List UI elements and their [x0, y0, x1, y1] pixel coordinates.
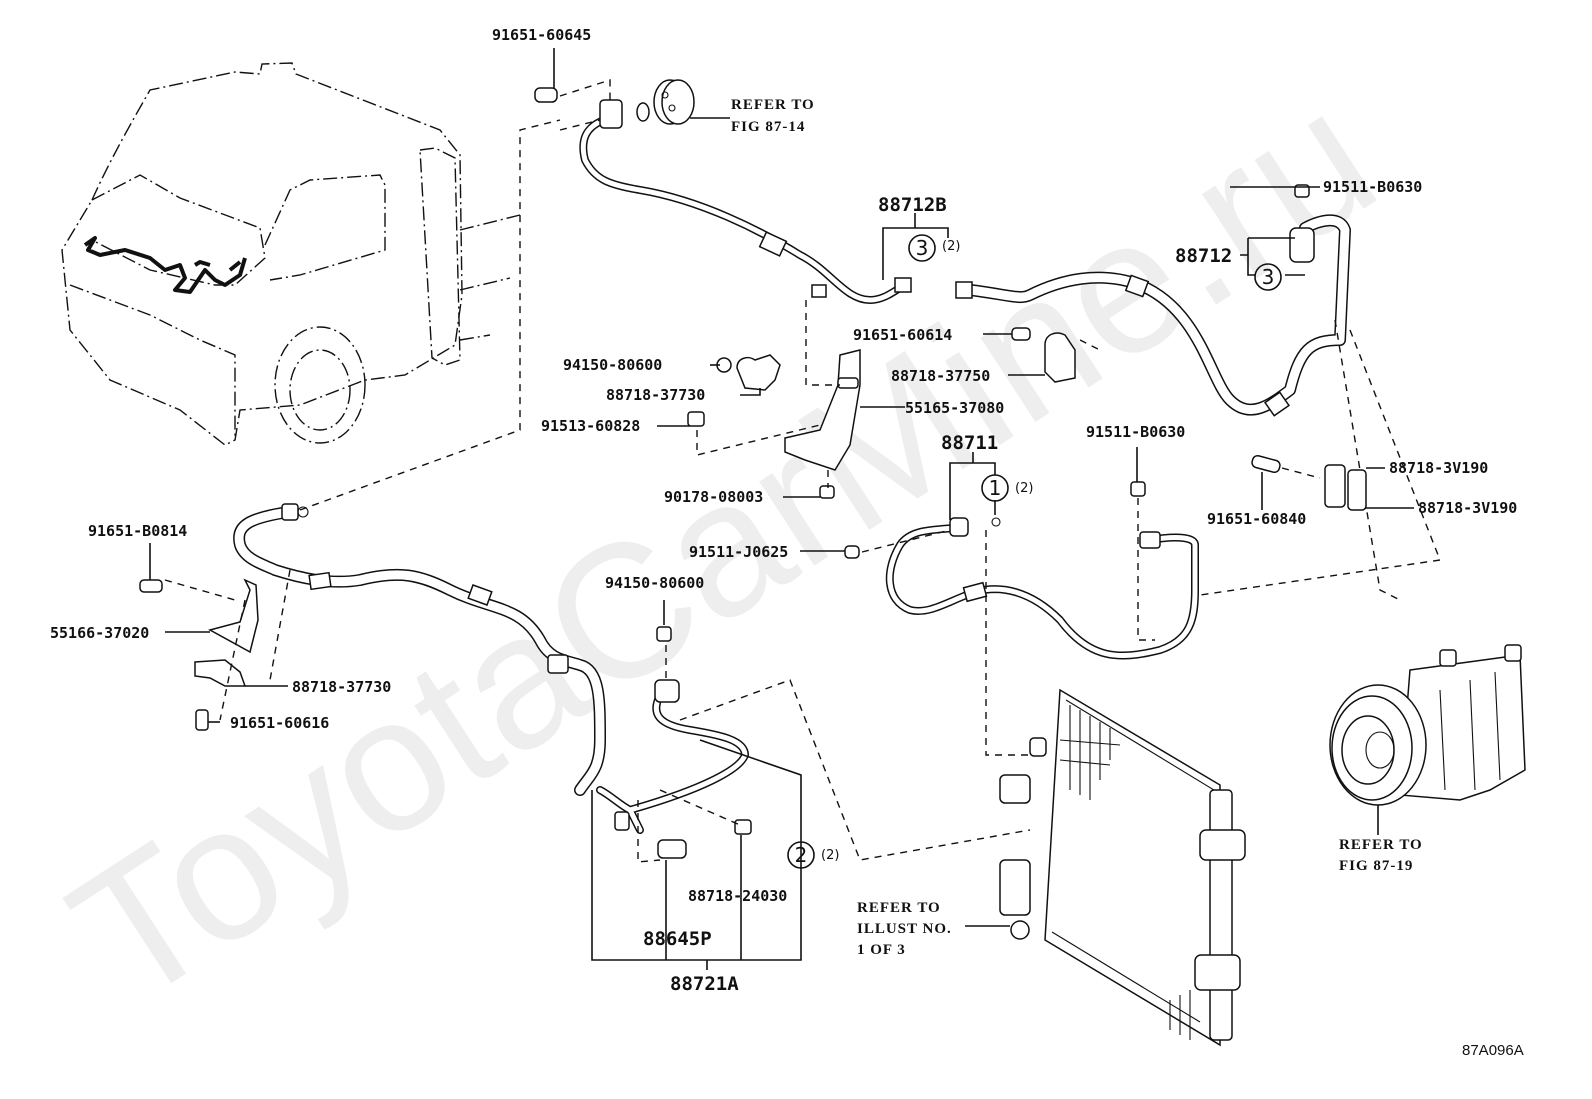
- suction-hose-88712: [955, 184, 1351, 417]
- part-label[interactable]: 88711: [941, 432, 998, 454]
- svg-text:FIG 87-14: FIG 87-14: [731, 119, 805, 135]
- svg-text:2: 2: [795, 843, 808, 867]
- part-label[interactable]: 91651-60840: [1207, 510, 1306, 528]
- callout-1: 1 (2): [981, 474, 1033, 502]
- discharge-hose-88712B: [579, 114, 912, 304]
- reference-illust-1-of-3[interactable]: REFER TO ILLUST NO. 1 OF 3: [857, 900, 952, 958]
- svg-text:ILLUST NO.: ILLUST NO.: [857, 921, 952, 937]
- part-label[interactable]: 91513-60828: [541, 417, 640, 435]
- part-label[interactable]: 91651-60616: [230, 714, 329, 732]
- part-label[interactable]: 88645P: [643, 928, 712, 950]
- svg-text:REFER TO: REFER TO: [857, 900, 941, 916]
- part-label[interactable]: 91651-60645: [492, 26, 591, 44]
- part-label[interactable]: 91511-B0630: [1323, 178, 1422, 196]
- part-labels: 91651-60645 88712B 91511-B0630 88712 941…: [50, 26, 1517, 995]
- bracket-55165-37080: [687, 300, 861, 499]
- svg-text:3: 3: [916, 236, 929, 260]
- pressure-switch-assembly-88721A: [596, 626, 1031, 863]
- bolt-icon: [1294, 184, 1310, 198]
- part-label[interactable]: 55165-37080: [905, 399, 1004, 417]
- part-label[interactable]: 88712B: [878, 194, 947, 216]
- svg-text:REFER TO: REFER TO: [1339, 837, 1423, 853]
- part-label[interactable]: 88718-37730: [292, 678, 391, 696]
- condenser: [999, 688, 1246, 1047]
- compressor: [1329, 644, 1526, 806]
- suction-hose-lower: [233, 503, 606, 796]
- svg-text:(2): (2): [821, 848, 839, 863]
- figure-code: 87A096A: [1462, 1042, 1524, 1059]
- reference-fig-87-19[interactable]: REFER TO FIG 87-19: [1339, 837, 1423, 874]
- reference-fig-87-14[interactable]: REFER TO FIG 87-14: [731, 97, 815, 135]
- part-label[interactable]: 91651-60614: [853, 326, 952, 344]
- part-label[interactable]: 91651-B0814: [88, 522, 187, 540]
- part-label[interactable]: 88718-37750: [891, 367, 990, 385]
- liquid-tube-88711: [844, 319, 1441, 756]
- leader-lines: [149, 48, 1414, 970]
- svg-text:REFER TO: REFER TO: [731, 97, 815, 113]
- clamp-88718-3V190: [1251, 454, 1367, 511]
- callout-3a: 3 (2): [908, 234, 960, 262]
- clamp-88718-37750: [1011, 327, 1101, 383]
- part-label[interactable]: 94150-80600: [605, 574, 704, 592]
- part-label[interactable]: 88718-37730: [606, 386, 705, 404]
- svg-text:1: 1: [989, 476, 1002, 500]
- callout-2: 2 (2): [787, 841, 839, 869]
- svg-text:3: 3: [1262, 265, 1275, 289]
- callout-3b: 3: [1254, 263, 1282, 291]
- svg-text:(2): (2): [942, 239, 960, 254]
- part-label[interactable]: 55166-37020: [50, 624, 149, 642]
- part-label[interactable]: 90178-08003: [664, 488, 763, 506]
- svg-text:FIG 87-19: FIG 87-19: [1339, 858, 1413, 874]
- part-label[interactable]: 91511-B0630: [1086, 423, 1185, 441]
- svg-text:(2): (2): [1015, 481, 1033, 496]
- part-label[interactable]: 94150-80600: [563, 356, 662, 374]
- svg-text:1 OF 3: 1 OF 3: [857, 942, 906, 958]
- fitting-top: [534, 79, 695, 131]
- part-label[interactable]: 88718-3V190: [1389, 459, 1488, 477]
- truck-illustration: [61, 62, 521, 446]
- bracket-55166-37020: [139, 569, 291, 731]
- bolt-icon: [534, 87, 558, 103]
- part-label[interactable]: 88712: [1175, 245, 1232, 267]
- part-label[interactable]: 88718-24030: [688, 887, 787, 905]
- part-label[interactable]: 88718-3V190: [1418, 499, 1517, 517]
- part-label[interactable]: 91511-J0625: [689, 543, 788, 561]
- part-label[interactable]: 88721A: [670, 973, 739, 995]
